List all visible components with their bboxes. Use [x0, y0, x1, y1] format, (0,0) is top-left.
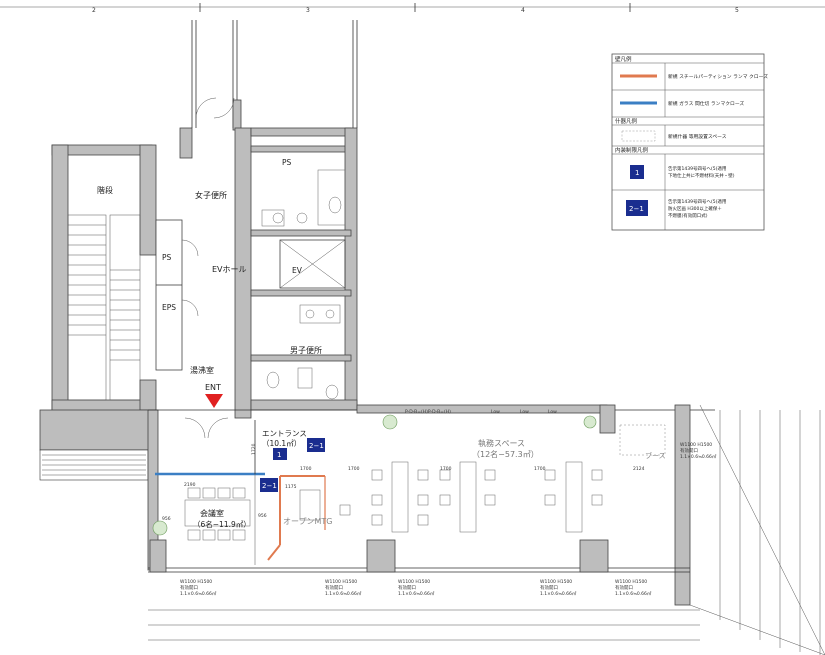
- restriction-badge-2-1a: 2−1: [307, 438, 325, 452]
- label-open-mtg: オープンMTG: [283, 517, 333, 526]
- grid-ruler: 2 3 4 5: [0, 3, 825, 14]
- svg-text:1.1×0.6≒0.66㎡: 1.1×0.6≒0.66㎡: [615, 590, 652, 597]
- svg-text:W1100 H1500: W1100 H1500: [540, 579, 572, 585]
- svg-text:1.1×0.6≒0.66㎡: 1.1×0.6≒0.66㎡: [540, 590, 577, 597]
- svg-text:P-D-B=(H)P-D-B=(H): P-D-B=(H)P-D-B=(H): [405, 409, 451, 415]
- legend-badge-1: [630, 165, 644, 179]
- svg-text:1.1×0.6≒0.66㎡: 1.1×0.6≒0.66㎡: [325, 590, 362, 597]
- door-swings: [181, 97, 235, 439]
- window-note-3: W1100 H1500 有効開口 1.1×0.6≒0.66㎡: [398, 579, 435, 597]
- svg-text:有効開口: 有効開口: [615, 584, 633, 591]
- svg-text:W1100 H1500: W1100 H1500: [398, 579, 430, 585]
- restriction-badge-1: 1: [273, 448, 287, 460]
- svg-text:2−1: 2−1: [309, 442, 324, 450]
- window-note-4: W1100 H1500 有効開口 1.1×0.6≒0.66㎡: [540, 579, 577, 597]
- wc-fixtures: [261, 169, 346, 400]
- svg-text:W1100 H1500: W1100 H1500: [615, 579, 647, 585]
- label-ps-top: PS: [282, 158, 292, 167]
- partitions: [155, 420, 326, 565]
- window-note-1: W1100 H1500 有効開口 1.1×0.6≒0.66㎡: [180, 579, 217, 597]
- label-booth: ブース: [645, 451, 666, 460]
- legend-fixture-title: 什器凡例: [615, 117, 638, 125]
- legend-badge-2-1: [626, 200, 648, 216]
- svg-text:1700: 1700: [300, 466, 312, 472]
- legend-wall-item2: 新規 ガラス 間仕切 ランマクローズ: [668, 100, 744, 107]
- legend-panel: 壁凡例 什器凡例 内装制限凡例 新規 スチールパーティション ランマ クローズ …: [611, 53, 768, 231]
- svg-text:告示第1439号四号へ(5)適用: 告示第1439号四号へ(5)適用: [668, 165, 726, 172]
- svg-text:Low: Low: [548, 409, 557, 415]
- terrace-hatch: [719, 410, 821, 655]
- svg-text:1.1×0.6≒0.66㎡: 1.1×0.6≒0.66㎡: [180, 590, 217, 597]
- svg-text:1700: 1700: [348, 466, 360, 472]
- label-entrance-area: （10.1㎡）: [262, 439, 301, 448]
- meeting-furniture: [184, 487, 251, 541]
- svg-text:有効開口: 有効開口: [680, 447, 698, 454]
- core-walls: [39, 20, 358, 481]
- svg-text:下地仕上共に不燃材料(天井・壁): 下地仕上共に不燃材料(天井・壁): [668, 172, 735, 179]
- svg-text:W1100 H1500: W1100 H1500: [325, 579, 357, 585]
- label-kitchenette: 湯沸室: [190, 365, 214, 375]
- svg-text:W1100 H1500: W1100 H1500: [180, 579, 212, 585]
- svg-text:1720: 1720: [251, 443, 257, 455]
- label-office-area: （12名−57.3㎡）: [472, 449, 539, 459]
- svg-text:有効開口: 有効開口: [398, 584, 416, 591]
- svg-text:有効開口: 有効開口: [540, 584, 558, 591]
- window-note-2: W1100 H1500 有効開口 1.1×0.6≒0.66㎡: [325, 579, 362, 597]
- label-womens-wc: 女子便所: [195, 190, 227, 200]
- svg-text:告示第1439号四号へ(5)適用: 告示第1439号四号へ(5)適用: [668, 198, 726, 205]
- dimension-notes: 1720 1700 1700 1700 1700 2124 956 956 21…: [162, 409, 645, 522]
- window-note-6: W1100 H1500 有効開口 1.1×0.6≒0.66㎡: [680, 442, 717, 460]
- label-mens-wc: 男子便所: [290, 345, 322, 355]
- label-ev: EV: [292, 266, 303, 275]
- legend-fixture-swatch: [621, 130, 656, 142]
- svg-text:2−1: 2−1: [262, 482, 277, 490]
- label-eps: EPS: [162, 303, 176, 312]
- label-stairs: 階段: [97, 185, 113, 195]
- svg-text:1700: 1700: [440, 466, 452, 472]
- office-desks: [299, 424, 666, 533]
- label-ps-left: PS: [162, 253, 172, 262]
- svg-text:1700: 1700: [534, 466, 546, 472]
- plants: [152, 414, 597, 536]
- stair-treads: [42, 214, 146, 476]
- legend-wall-title: 壁凡例: [615, 55, 632, 63]
- grid-label-4: 4: [521, 7, 525, 14]
- svg-text:956: 956: [258, 513, 267, 519]
- grid-label-2: 2: [92, 7, 96, 14]
- label-ent: ENT: [205, 383, 221, 392]
- restriction-badge-2-1b: 2−1: [260, 478, 278, 492]
- window-note-5: W1100 H1500 有効開口 1.1×0.6≒0.66㎡: [615, 579, 652, 597]
- svg-text:防火区画 H300以上確保＋: 防火区画 H300以上確保＋: [668, 205, 722, 212]
- svg-text:不燃膜(有効開口式): 不燃膜(有効開口式): [668, 212, 708, 219]
- label-meeting: 会議室: [200, 508, 224, 518]
- svg-text:2−1: 2−1: [629, 205, 644, 213]
- svg-text:1: 1: [635, 169, 639, 177]
- svg-text:2190: 2190: [184, 482, 196, 488]
- label-ev-hall: EVホール: [212, 265, 247, 274]
- label-entrance: エントランス: [262, 429, 307, 438]
- office-walls: [147, 404, 825, 655]
- entrance-arrow-icon: [205, 394, 223, 408]
- svg-text:1.1×0.6≒0.66㎡: 1.1×0.6≒0.66㎡: [680, 453, 717, 460]
- svg-text:1: 1: [277, 451, 281, 459]
- svg-text:W1100 H1500: W1100 H1500: [680, 442, 712, 448]
- legend-restriction-title: 内装制限凡例: [615, 146, 649, 154]
- svg-text:1175: 1175: [285, 484, 297, 490]
- svg-text:1.1×0.6≒0.66㎡: 1.1×0.6≒0.66㎡: [398, 590, 435, 597]
- shafts: [155, 219, 183, 371]
- grid-label-3: 3: [306, 7, 310, 14]
- label-meeting-area: （6名−11.9㎡）: [193, 519, 251, 529]
- svg-text:Low: Low: [520, 409, 529, 415]
- label-office: 執務スペース: [478, 438, 525, 448]
- svg-text:956: 956: [162, 516, 171, 522]
- grid-label-5: 5: [735, 7, 739, 14]
- svg-text:2124: 2124: [633, 466, 645, 472]
- svg-text:有効開口: 有効開口: [325, 584, 343, 591]
- legend-wall-item1: 新規 スチールパーティション ランマ クローズ: [668, 73, 768, 80]
- svg-text:有効開口: 有効開口: [180, 584, 198, 591]
- legend-fixture-item: 新規什器 等用設置スペース: [668, 133, 727, 140]
- svg-text:Low: Low: [491, 409, 500, 415]
